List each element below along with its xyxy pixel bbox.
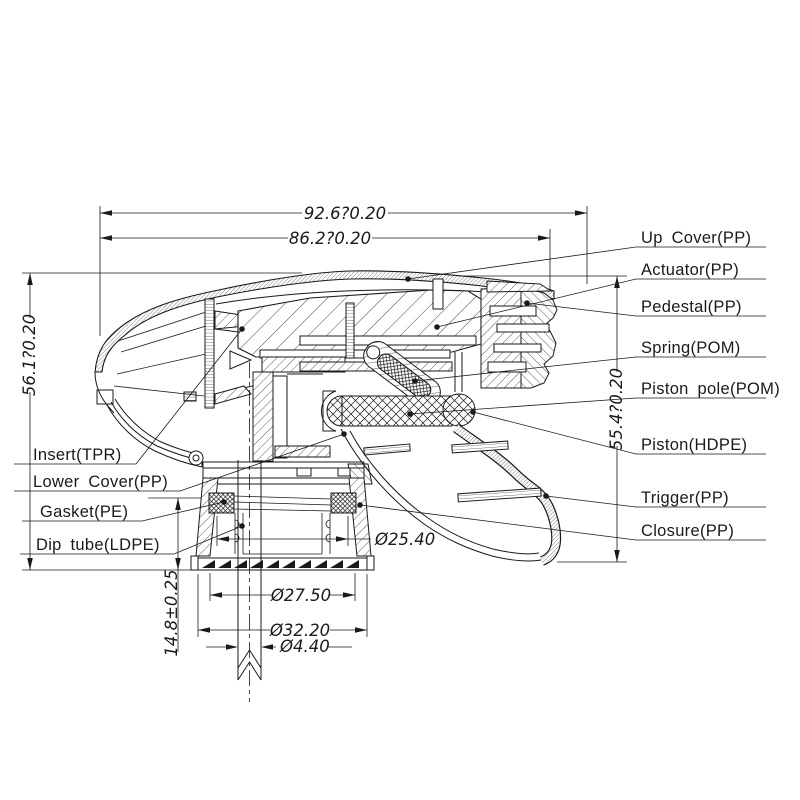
actuator-stem	[432, 278, 444, 310]
closure-serration	[202, 560, 359, 568]
label-trigger: Trigger(PP)	[641, 489, 729, 507]
dim-dia-thread: Ø27.50	[270, 586, 331, 605]
label-gasket: Gasket(PE)	[40, 503, 128, 521]
gasket-right	[330, 492, 357, 514]
chamber-bottom-wall	[274, 445, 331, 458]
dim-dia-closure: Ø32.20	[269, 621, 330, 640]
dim-height-left: 56.1?0.20	[20, 314, 39, 396]
label-actuator: Actuator(PP)	[641, 261, 739, 279]
gap-lines	[454, 352, 463, 392]
actuator-slot	[299, 335, 477, 346]
pedestal-body	[480, 280, 558, 389]
label-piston: Piston(HDPE)	[641, 436, 747, 454]
label-lower-cover: Lower Cover(PP)	[33, 473, 168, 491]
dimension-lines	[29, 212, 618, 652]
extension-lines	[22, 206, 627, 637]
label-spring: Spring(POM)	[641, 339, 741, 357]
label-insert: Insert(TPR)	[33, 446, 122, 464]
chamber-liner	[272, 375, 288, 459]
cylinder-back-wall	[345, 302, 355, 359]
dim-dia-neck: Ø25.40	[374, 530, 435, 549]
nozzle-wall-strip	[204, 298, 215, 409]
piston-pole	[326, 393, 476, 427]
label-dip-tube: Dip tube(LDPE)	[36, 536, 160, 554]
sprayer-drawing	[94, 270, 562, 702]
dimension-arrows	[27, 210, 620, 650]
cover-cone-lines	[113, 311, 207, 397]
cover-clip-ring-inner	[192, 454, 200, 462]
label-closure: Closure(PP)	[641, 522, 734, 540]
insert-front-band	[94, 371, 204, 468]
dim-neck-height: 14.8±0.25	[162, 569, 181, 656]
closure	[190, 477, 375, 571]
label-up-cover: Up Cover(PP)	[641, 229, 751, 247]
piston-cup	[320, 390, 337, 432]
dim-height-right: 55.4?0.20	[607, 368, 626, 450]
dim-text-mask	[276, 636, 328, 653]
dim-dia-tube: Ø4.40	[279, 637, 330, 656]
shell-tab	[183, 391, 197, 402]
dim-width-total: 92.6?0.20	[304, 204, 386, 223]
up-cover-shell	[94, 270, 555, 373]
callout-labels: Up Cover(PP) Actuator(PP) Pedestal(PP) S…	[33, 229, 780, 554]
dimensions: 92.6?0.20 86.2?0.20 56.1?0.20 55.4?0.20 …	[20, 204, 626, 657]
lower-cover-plate	[202, 461, 365, 478]
dim-width-body: 86.2?0.20	[289, 229, 371, 248]
spring	[363, 341, 441, 407]
trigger	[340, 423, 562, 566]
actuator-slot2	[259, 349, 451, 359]
label-piston-pole: Piston pole(POM)	[641, 380, 780, 398]
chamber-left-wall	[252, 371, 274, 462]
bottle-neck	[233, 495, 332, 555]
callout-leaders	[14, 246, 766, 555]
label-pedestal: Pedestal(PP)	[641, 298, 742, 316]
leader-dots	[221, 276, 549, 529]
